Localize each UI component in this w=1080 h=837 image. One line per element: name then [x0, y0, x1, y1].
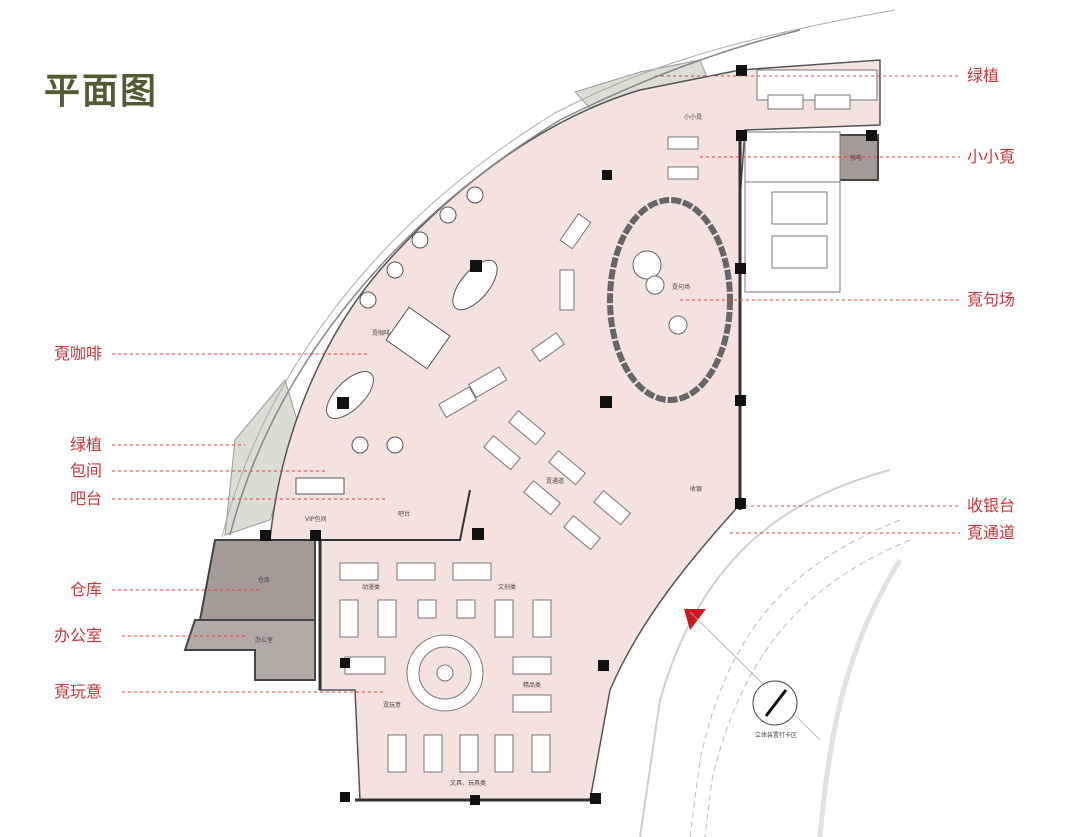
tag-storage: 仓库 — [258, 576, 270, 584]
tag-mikafei: 覔咖啡 — [372, 329, 390, 337]
label-mitongdao: 覔通道 — [967, 523, 1016, 542]
tag-stationery: 文具、玩具类 — [450, 779, 486, 787]
tag-bar: 吧台 — [398, 510, 410, 518]
leader-lines — [112, 75, 960, 693]
tag-miwanyi: 覔玩意 — [383, 701, 401, 709]
entrance-arrow-icon — [684, 609, 706, 630]
columns — [260, 65, 877, 805]
label-bar: 吧台 — [69, 489, 102, 508]
page-title: 平面图 — [44, 71, 159, 112]
tag-power: 强电 — [850, 154, 862, 162]
label-storage: 仓库 — [69, 580, 102, 599]
label-mikafei: 覔咖啡 — [53, 344, 102, 363]
label-cashier: 收银台 — [967, 496, 1016, 515]
tag-cultural: 文创类 — [498, 583, 516, 591]
label-office: 办公室 — [53, 626, 102, 645]
tag-boutique: 精品类 — [523, 681, 541, 689]
label-greenery-left: 绿植 — [69, 435, 102, 454]
display-tables — [438, 94, 851, 551]
tag-office: 办公室 — [255, 636, 273, 644]
label-miwanyi: 覔玩意 — [53, 682, 102, 701]
tag-cashier: 收银 — [690, 485, 702, 493]
label-xiaoxiaomi: 小小覔 — [967, 147, 1016, 166]
coffee-tables — [295, 186, 498, 495]
label-mijuchang: 覔句场 — [967, 290, 1016, 309]
tag-anime: 动漫类 — [362, 583, 380, 591]
tag-vip: VIP包间 — [305, 515, 327, 523]
office-room — [183, 619, 316, 681]
toy-shelves — [339, 562, 552, 773]
label-greenery-right: 绿植 — [967, 66, 1000, 85]
tag-outdoor: 立体装置打卡区 — [755, 731, 797, 739]
tag-mijuchang: 覔句场 — [672, 283, 690, 291]
tag-mitongdao: 覔通道 — [546, 477, 564, 485]
label-private-room: 包间 — [69, 461, 102, 480]
outdoor-paths — [639, 469, 911, 837]
tag-xiaoxiaomi: 小小覔 — [684, 113, 702, 121]
